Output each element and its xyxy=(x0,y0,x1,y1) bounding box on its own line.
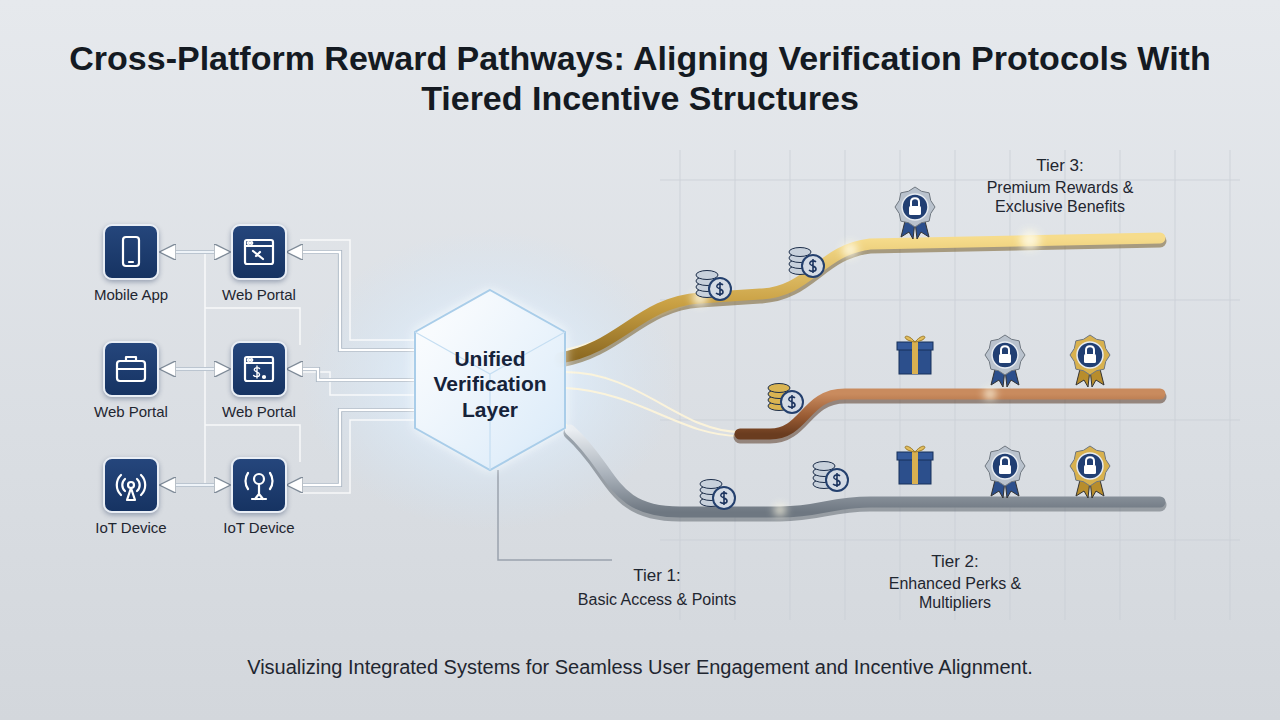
connector-shadow xyxy=(288,252,415,350)
platform-node: Web Portal xyxy=(199,341,319,420)
platform-glyph xyxy=(105,226,157,278)
sync-arrow xyxy=(161,484,229,486)
platform-node: Web Portal xyxy=(199,224,319,303)
tier-description: Basic Access & Points xyxy=(547,590,767,609)
platform-node: IoT Device xyxy=(71,457,191,536)
platform-glyph xyxy=(105,459,157,511)
platform-label: Web Portal xyxy=(199,286,319,303)
platform-label: Web Portal xyxy=(199,403,319,420)
platform-label: Web Portal xyxy=(71,403,191,420)
verification-link xyxy=(288,252,415,350)
platform-glyph xyxy=(105,343,157,395)
tier-heading: Tier 2: xyxy=(865,552,1045,572)
platform-icon xyxy=(231,224,287,280)
sync-arrow xyxy=(161,251,229,253)
platform-glyph xyxy=(233,226,285,278)
platform-icon xyxy=(103,457,159,513)
platform-node: IoT Device xyxy=(199,457,319,536)
verification-link xyxy=(288,410,415,485)
connector-shadow xyxy=(161,250,229,254)
platform-label: IoT Device xyxy=(71,519,191,536)
platform-icon xyxy=(103,341,159,397)
connector-shadow xyxy=(161,367,229,371)
verification-hub: Unified Verification Layer xyxy=(410,290,570,470)
platform-glyph xyxy=(233,459,285,511)
connector-shadow xyxy=(161,483,229,487)
tier-heading: Tier 3: xyxy=(960,156,1160,176)
tier-description: Enhanced Perks & Multipliers xyxy=(887,574,1023,612)
tier-heading: Tier 1: xyxy=(557,566,757,586)
platform-icon xyxy=(103,224,159,280)
platform-icon xyxy=(231,341,287,397)
platform-glyph xyxy=(233,343,285,395)
platform-label: IoT Device xyxy=(199,519,319,536)
platform-node: Web Portal xyxy=(71,341,191,420)
platform-label: Mobile App xyxy=(71,286,191,303)
diagram-title: Cross-Platform Reward Pathways: Aligning… xyxy=(40,38,1240,118)
platform-icon xyxy=(231,457,287,513)
hub-label: Unified Verification Layer xyxy=(425,346,555,422)
sync-arrow xyxy=(161,368,229,370)
connector-shadow xyxy=(288,369,415,380)
platform-node: Mobile App xyxy=(71,224,191,303)
diagram-caption: Visualizing Integrated Systems for Seaml… xyxy=(40,656,1240,679)
connector-shadow xyxy=(288,410,415,485)
verification-link xyxy=(288,369,415,380)
tier-description: Premium Rewards & Exclusive Benefits xyxy=(970,178,1150,216)
